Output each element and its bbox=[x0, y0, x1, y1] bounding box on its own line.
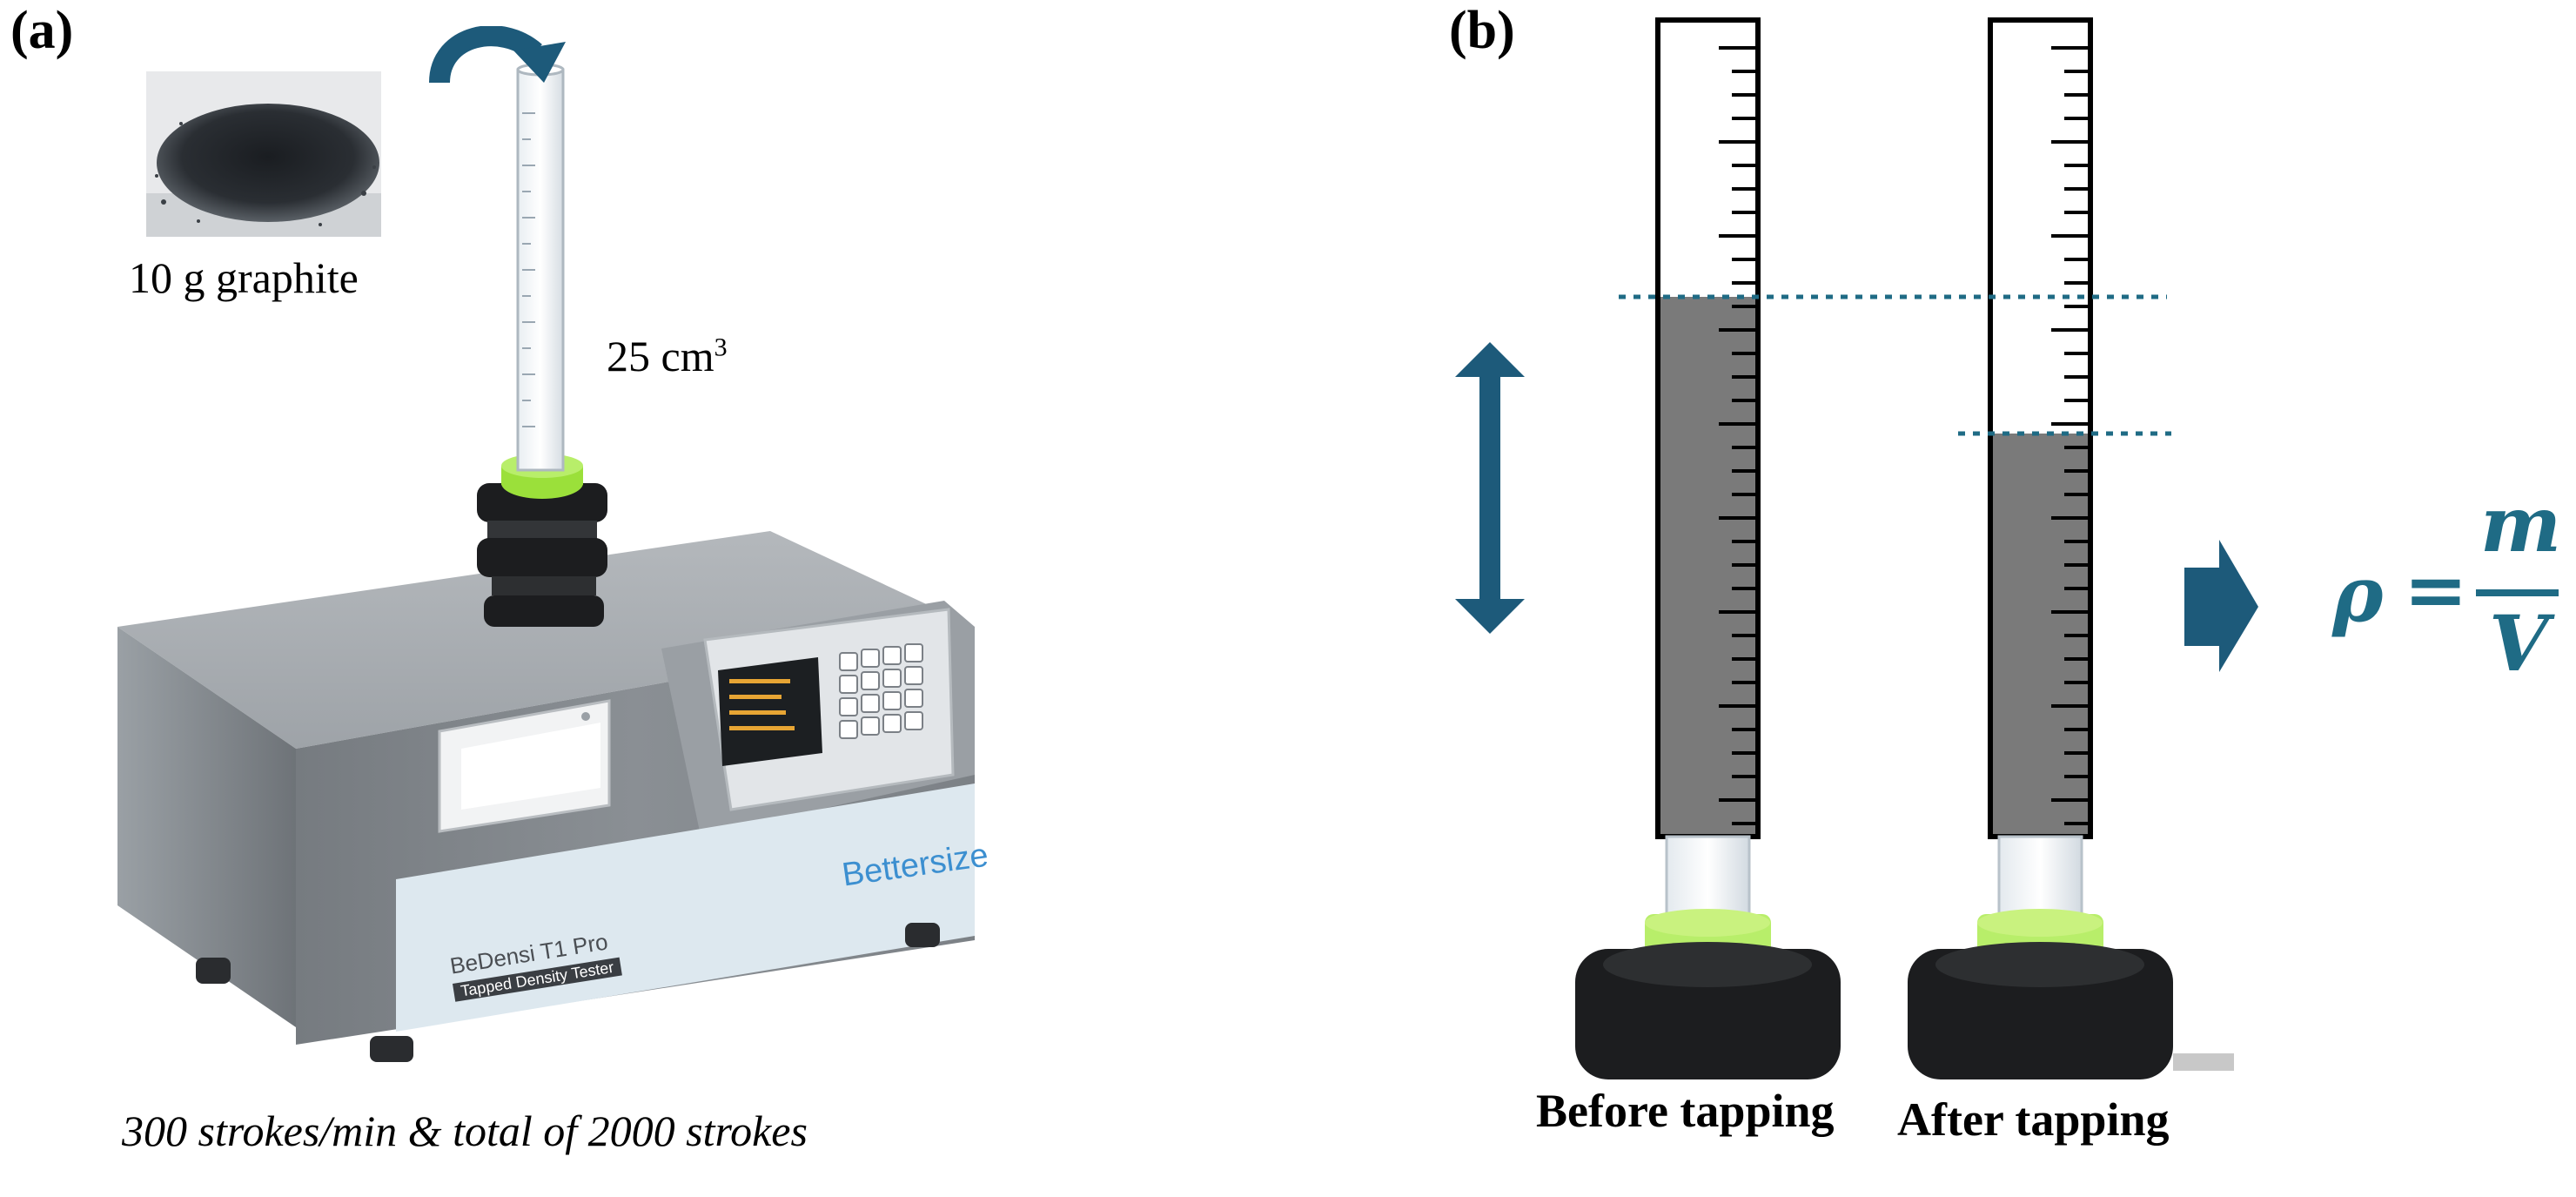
formula-eq: = bbox=[2404, 544, 2468, 635]
formula-bar bbox=[2476, 589, 2559, 596]
after-tapping-label: After tapping bbox=[1897, 1093, 2170, 1146]
after-cylinder bbox=[1908, 17, 2234, 1079]
result-arrow bbox=[2184, 540, 2258, 672]
panel-a-label: (a) bbox=[10, 1, 74, 60]
tapped-density-tester-device bbox=[117, 26, 975, 1062]
cylinder-volume-text: 25 cm bbox=[607, 332, 714, 380]
panel-b-label: (b) bbox=[1449, 1, 1515, 60]
settings-caption: 300 strokes/min & total of 2000 strokes bbox=[122, 1106, 808, 1155]
graphite-sample-image bbox=[146, 71, 381, 237]
cylinder-volume-label: 25 cm3 bbox=[607, 331, 728, 381]
formula-den: V bbox=[2489, 598, 2549, 689]
tapping-motion-arrow bbox=[1455, 342, 1525, 634]
keypad bbox=[839, 643, 923, 739]
before-cylinder bbox=[1575, 17, 1841, 1079]
before-tapping-label: Before tapping bbox=[1536, 1085, 1835, 1137]
tapping-schematic bbox=[1455, 17, 2258, 1079]
formula-lhs: ρ bbox=[2332, 548, 2384, 639]
sample-caption: 10 g graphite bbox=[129, 253, 359, 302]
cylinder-volume-exponent: 3 bbox=[714, 333, 728, 362]
formula-num: m bbox=[2480, 479, 2562, 569]
